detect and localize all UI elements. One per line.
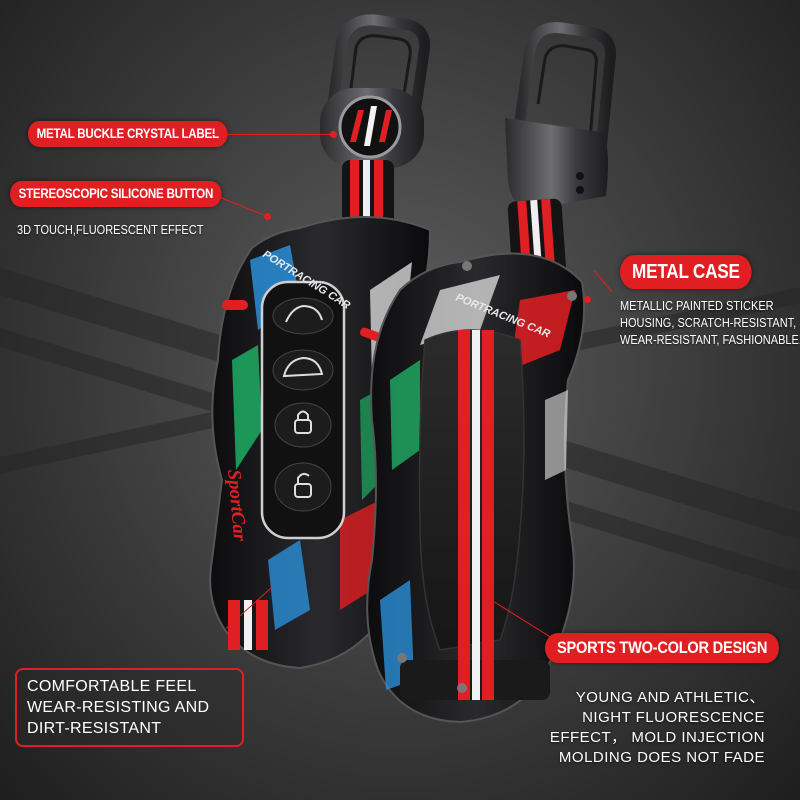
two-color-dot: [487, 597, 494, 604]
comfortable-line: COMFORTABLE FEEL: [27, 678, 197, 695]
right-key-ring: [505, 21, 617, 210]
lock-closed-icon: [274, 402, 332, 448]
left-key-ring: [320, 14, 431, 168]
silicone-button-callout: STEREOSCOPIC SILICONE BUTTON: [10, 181, 222, 207]
two-color-desc-line: MOLDING DOES NOT FADE: [558, 749, 765, 766]
lock-open-icon: [274, 462, 332, 512]
metal-case-desc-line: HOUSING, SCRATCH-RESISTANT,: [620, 316, 797, 330]
two-color-desc-line: EFFECT， MOLD INJECTION: [549, 729, 765, 746]
car-roof-icon: [272, 297, 334, 335]
trunk-icon: [272, 349, 334, 391]
crystal-label-leader: [210, 134, 332, 135]
crystal-label-callout: METAL BUCKLE CRYSTAL LABEL: [28, 121, 228, 147]
crystal-label-dot: [330, 131, 337, 138]
comfortable-line: WEAR-RESISTING AND: [27, 699, 210, 716]
metal-case-dot: [584, 296, 591, 303]
metal-case-callout: METAL CASE: [620, 255, 752, 289]
metal-case-desc-line: WEAR-RESISTANT, FASHIONABLE.: [620, 333, 800, 347]
comfortable-feel-callout: COMFORTABLE FEEL WEAR-RESISTING AND DIRT…: [15, 668, 244, 747]
two-color-desc-line: NIGHT FLUORESCENCE: [582, 709, 765, 726]
two-color-callout: SPORTS TWO-COLOR DESIGN: [545, 633, 780, 663]
metal-case-description: METALLIC PAINTED STICKER HOUSING, SCRATC…: [620, 298, 800, 349]
silicone-button-description: 3D TOUCH,FLUORESCENT EFFECT: [17, 223, 204, 237]
two-color-description: YOUNG AND ATHLETIC、 NIGHT FLUORESCENCE E…: [550, 688, 765, 768]
comfortable-line: DIRT-RESISTANT: [27, 720, 162, 737]
silicone-button-dot: [264, 213, 271, 220]
metal-case-desc-line: METALLIC PAINTED STICKER: [620, 299, 774, 313]
right-key-case: [366, 252, 586, 724]
two-color-desc-line: YOUNG AND ATHLETIC、: [575, 689, 765, 706]
